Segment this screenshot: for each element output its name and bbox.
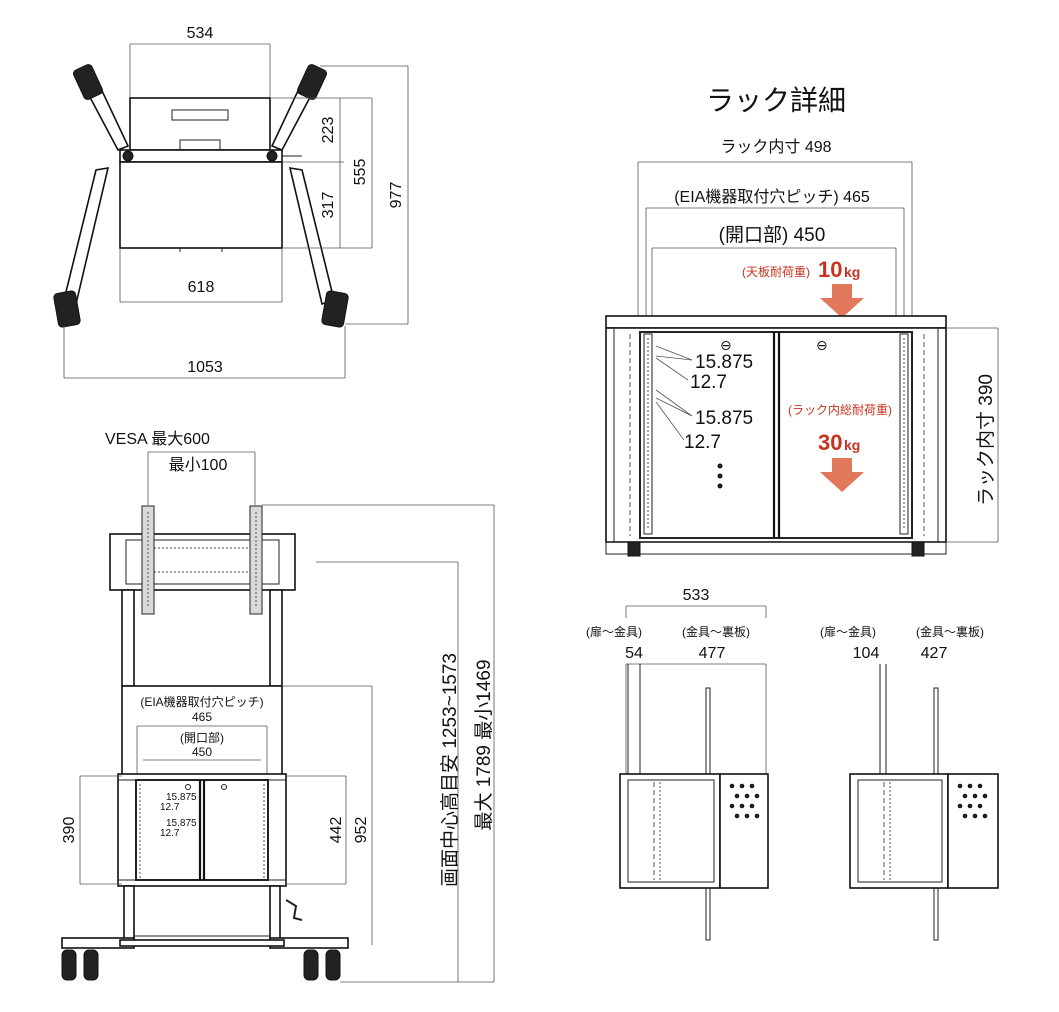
dim-618: 618: [188, 279, 215, 296]
front-opening-label: (開口部): [180, 730, 224, 745]
top-load-arrow: [820, 284, 864, 318]
rack-eia-pitch: (EIA機器取付穴ピッチ) 465: [674, 188, 870, 206]
total-depth-label: 533: [683, 587, 710, 604]
dim-317: 317: [320, 192, 337, 219]
rack-pitch-c: 15.875: [695, 408, 753, 429]
front-pitch-c: 15.875: [166, 818, 197, 829]
right-label-1: (扉〜金具): [820, 624, 876, 639]
total-load-label: (ラック内総耐荷重): [788, 403, 892, 417]
total-load-arrow: [820, 458, 864, 492]
rack-inner-width: ラック内寸 498: [720, 138, 831, 156]
left-value-1: 54: [625, 645, 643, 662]
left-vent-holes: [729, 783, 760, 819]
front-opening-value: 450: [192, 745, 212, 759]
total-load-unit: kg: [844, 437, 860, 453]
height-range-label: 最大 1789 最小1469: [473, 659, 495, 830]
rack-pitch-a: 15.875: [695, 352, 753, 373]
dim-223: 223: [320, 117, 337, 144]
right-vent-holes: [957, 783, 988, 819]
top-load-label: (天板耐荷重): [742, 265, 810, 279]
vesa-min-label: 最小100: [169, 456, 228, 474]
screen-center-label: 画面中心高目安 1253~1573: [439, 653, 461, 887]
front-eia-value: 465: [192, 710, 212, 724]
dim-1053: 1053: [187, 359, 223, 376]
front-pitch-b: 12.7: [160, 802, 180, 813]
side-views: 533 (扉〜金具) 54 (金具〜裏板) 477 (扉〜金具) 104 (金具…: [586, 587, 999, 941]
rack-opening: (開口部) 450: [719, 224, 826, 246]
screw-icon-left: ⊖: [720, 337, 732, 353]
screw-icon-right: ⊖: [816, 337, 828, 353]
right-label-2: (金具〜裏板): [916, 624, 984, 639]
dim-555: 555: [352, 159, 369, 186]
front-eia-label: (EIA機器取付穴ピッチ): [140, 694, 263, 709]
rack-inner-height: ラック内寸 390: [975, 374, 997, 506]
rack-pitch-d: 12.7: [684, 432, 721, 453]
left-label-2: (金具〜裏板): [682, 624, 750, 639]
dim-977: 977: [388, 182, 405, 209]
front-view: VESA 最大600 最小100 (EIA機器取付穴ピッチ) 465 (開口部)…: [61, 430, 495, 983]
left-value-2: 477: [699, 645, 726, 662]
right-value-1: 104: [853, 645, 880, 662]
front-pitch-a: 15.875: [166, 792, 197, 803]
rack-pitch-b: 12.7: [690, 372, 727, 393]
rack-detail: ラック詳細 ラック内寸 498 (EIA機器取付穴ピッチ) 465 (開口部) …: [605, 85, 999, 557]
front-dim-952: 952: [353, 817, 370, 844]
total-load-value: 30: [818, 430, 842, 455]
left-label-1: (扉〜金具): [586, 624, 642, 639]
front-dim-442: 442: [328, 817, 345, 844]
top-load-unit: kg: [844, 264, 860, 280]
front-dim-390: 390: [61, 817, 78, 844]
top-load-value: 10: [818, 257, 842, 282]
right-value-2: 427: [921, 645, 948, 662]
vesa-max-label: VESA 最大600: [105, 430, 210, 448]
rack-detail-title: ラック詳細: [706, 85, 846, 116]
front-pitch-d: 12.7: [160, 828, 180, 839]
top-width-label: 534: [187, 25, 214, 42]
top-view: 534 223 317 555 977: [53, 25, 409, 379]
